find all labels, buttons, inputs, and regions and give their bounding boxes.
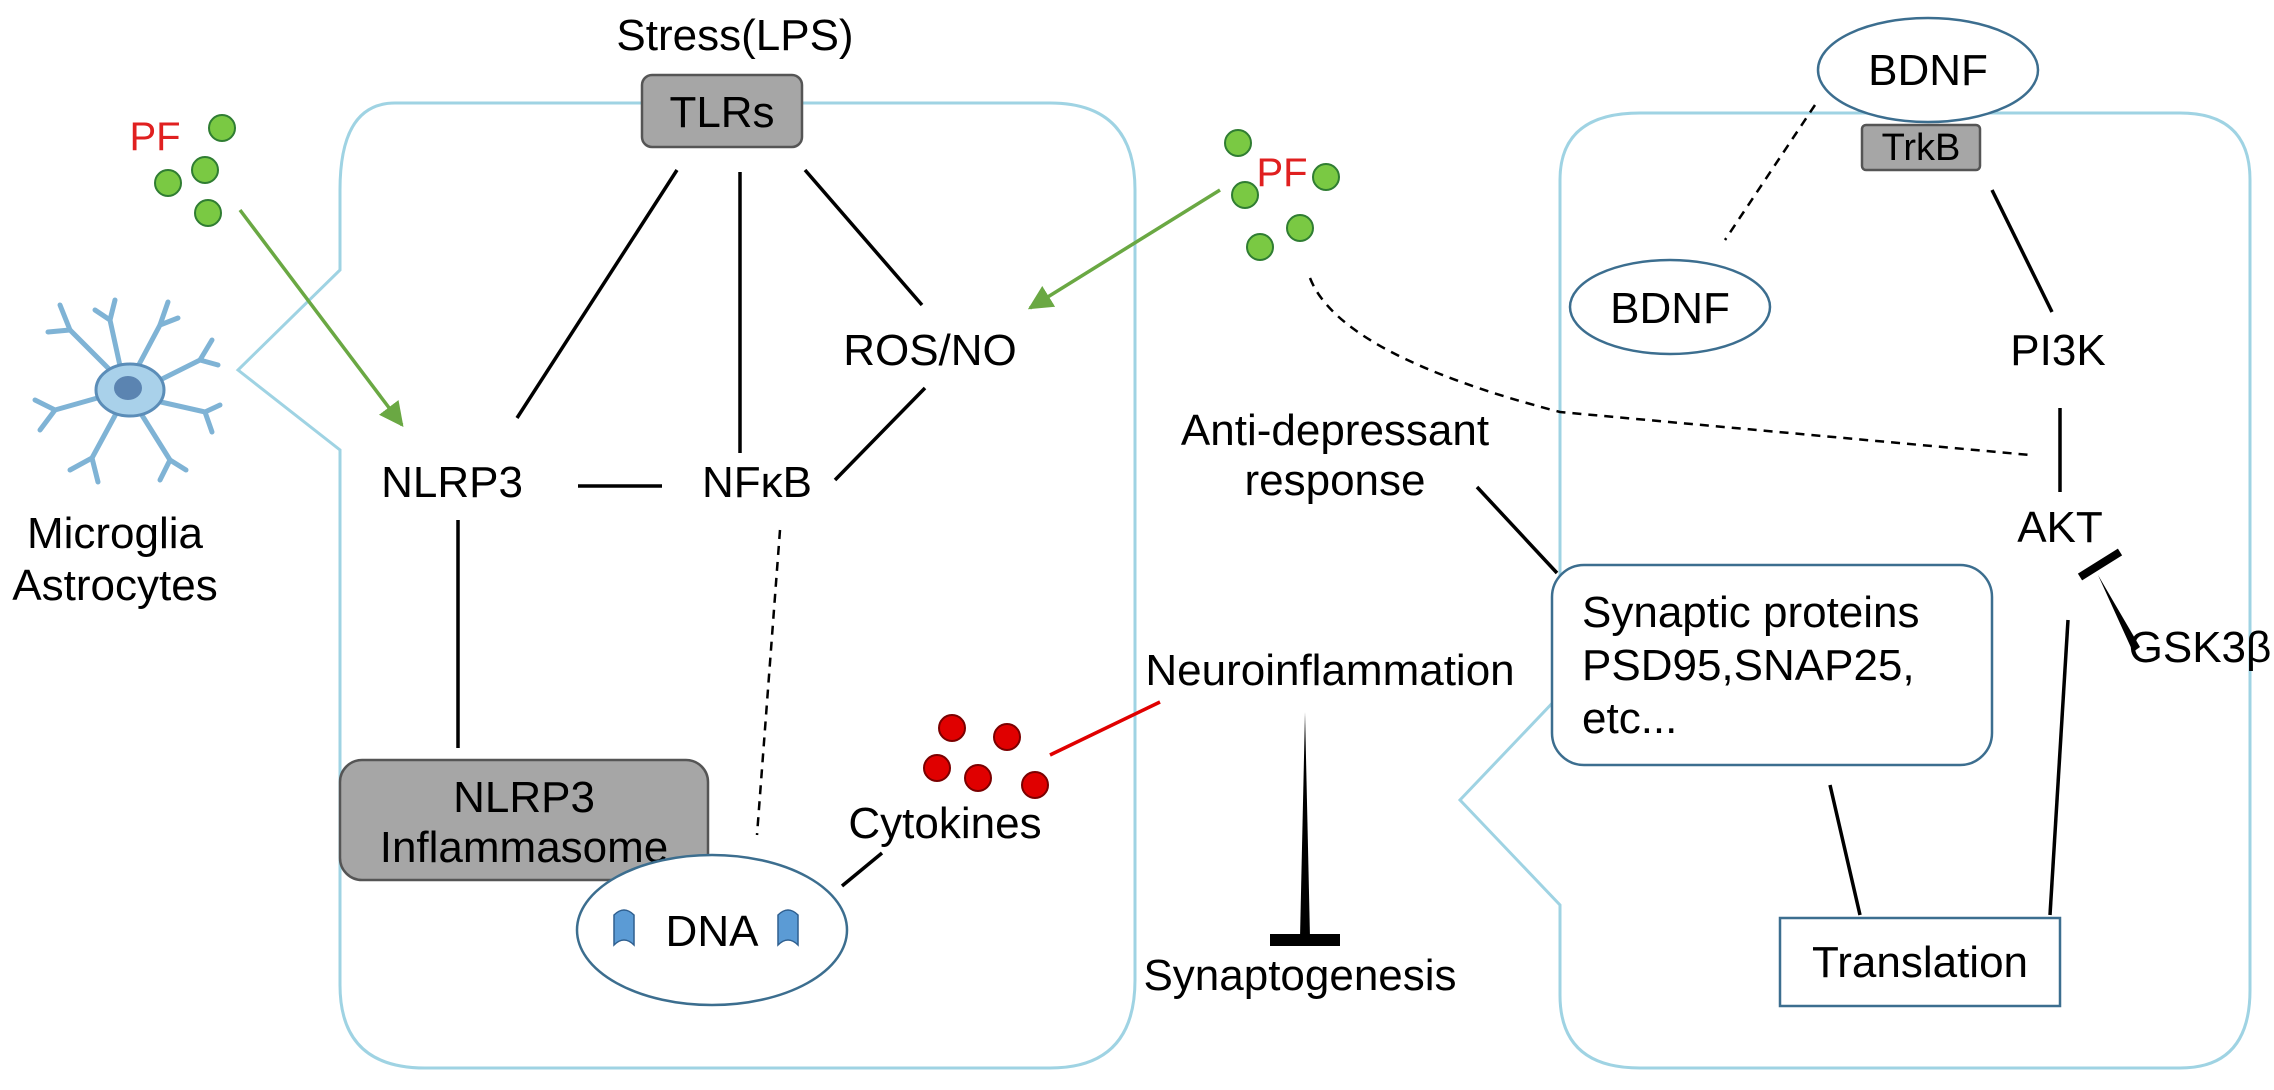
antidep-label-2: response bbox=[1244, 456, 1425, 505]
dna-node bbox=[575, 853, 849, 1007]
gsk3b-label: GSK3β bbox=[2129, 623, 2272, 672]
inflammasome-label-1: NLRP3 bbox=[453, 773, 595, 822]
link-nfkb-dna bbox=[755, 529, 782, 836]
dna-strand-icon bbox=[777, 909, 799, 947]
bdnf-mid-label: BDNF bbox=[1610, 284, 1730, 333]
pi3k-label: PI3K bbox=[2010, 326, 2105, 375]
neuroinflammation-label: Neuroinflammation bbox=[1145, 646, 1514, 695]
bdnf-mid-node bbox=[1568, 258, 1772, 356]
cytokine-dot bbox=[938, 714, 966, 742]
gsk3b-inhibit-bar bbox=[2077, 548, 2123, 581]
link-trkb-pi3k bbox=[1990, 189, 2054, 313]
link-tlrs-rosno bbox=[803, 168, 924, 307]
bdnf-top-label: BDNF bbox=[1868, 46, 1988, 95]
dna-strand-icon bbox=[613, 909, 635, 947]
cytokine-dot bbox=[1021, 771, 1049, 799]
microglia-cell-icon bbox=[32, 297, 223, 485]
pf-mid-dot bbox=[1231, 181, 1259, 209]
microglia-label: Microglia bbox=[27, 509, 204, 558]
pf-mid-dot bbox=[1246, 233, 1274, 261]
synaptic-label-1: Synaptic proteins bbox=[1582, 588, 1920, 637]
antidep-label-1: Anti-depressant bbox=[1181, 406, 1489, 455]
translation-label: Translation bbox=[1812, 938, 2028, 987]
cytokines-label: Cytokines bbox=[848, 799, 1041, 848]
pf-left-label: PF bbox=[129, 115, 180, 159]
rosno-label: ROS/NO bbox=[843, 326, 1017, 375]
tlrs-node bbox=[640, 73, 804, 149]
neuron-cell-outline bbox=[1457, 111, 2252, 1070]
nfkb-label: NFκB bbox=[702, 458, 812, 507]
pf-left-dot bbox=[191, 156, 219, 184]
inflammasome-node bbox=[338, 758, 710, 882]
cytokine-dot bbox=[923, 754, 951, 782]
link-synaptic-translation bbox=[1828, 784, 1862, 916]
link-akt-translation bbox=[2048, 619, 2070, 916]
trkb-label: TrkB bbox=[1882, 127, 1961, 169]
akt-label: AKT bbox=[2017, 503, 2103, 552]
link-cytokines-neuroinflammation bbox=[1049, 700, 1161, 757]
pf-mid-dot bbox=[1224, 129, 1252, 157]
link-rosno-nfkb bbox=[833, 386, 927, 482]
pf-left-dot bbox=[194, 199, 222, 227]
tlrs-label: TLRs bbox=[669, 88, 774, 137]
pf-mid-dot bbox=[1312, 163, 1340, 191]
cytokine-dot bbox=[964, 764, 992, 792]
inflammasome-label-2: Inflammasome bbox=[380, 823, 669, 872]
pf-left-arrow bbox=[238, 208, 404, 427]
synaptic-label-2: PSD95,SNAP25, bbox=[1582, 641, 1915, 690]
translation-node bbox=[1778, 916, 2062, 1008]
bdnf-top-node bbox=[1816, 16, 2040, 124]
pf-mid-arrow bbox=[1027, 188, 1221, 310]
link-pf-akt bbox=[1308, 277, 2031, 457]
stress-label: Stress(LPS) bbox=[616, 11, 853, 60]
gsk3b-inhibit-shaft bbox=[2098, 575, 2140, 652]
neuroinflammation-inhibit-shaft bbox=[1300, 712, 1310, 938]
pf-left-dot bbox=[208, 114, 236, 142]
pf-mid-label: PF bbox=[1256, 151, 1307, 195]
cytokine-dot bbox=[993, 723, 1021, 751]
synaptogenesis-inhibit-bar bbox=[1270, 934, 1340, 946]
trkb-node bbox=[1860, 123, 1982, 172]
pf-mid-dot bbox=[1286, 214, 1314, 242]
microglia-cell-outline bbox=[235, 101, 1137, 1070]
astrocytes-label: Astrocytes bbox=[12, 561, 217, 610]
link-dna-cytokines bbox=[840, 851, 884, 888]
link-tlrs-nlrp3 bbox=[515, 169, 679, 419]
link-bdnf-bdnf bbox=[1723, 104, 1817, 241]
synaptic-proteins-node bbox=[1550, 563, 1994, 767]
dna-label: DNA bbox=[666, 907, 760, 956]
synaptic-label-3: etc... bbox=[1582, 694, 1677, 743]
pf-left-dot bbox=[154, 169, 182, 197]
synaptogenesis-label: Synaptogenesis bbox=[1143, 951, 1456, 1000]
link-antidep-synaptic bbox=[1475, 485, 1559, 575]
nlrp3-label: NLRP3 bbox=[381, 458, 523, 507]
